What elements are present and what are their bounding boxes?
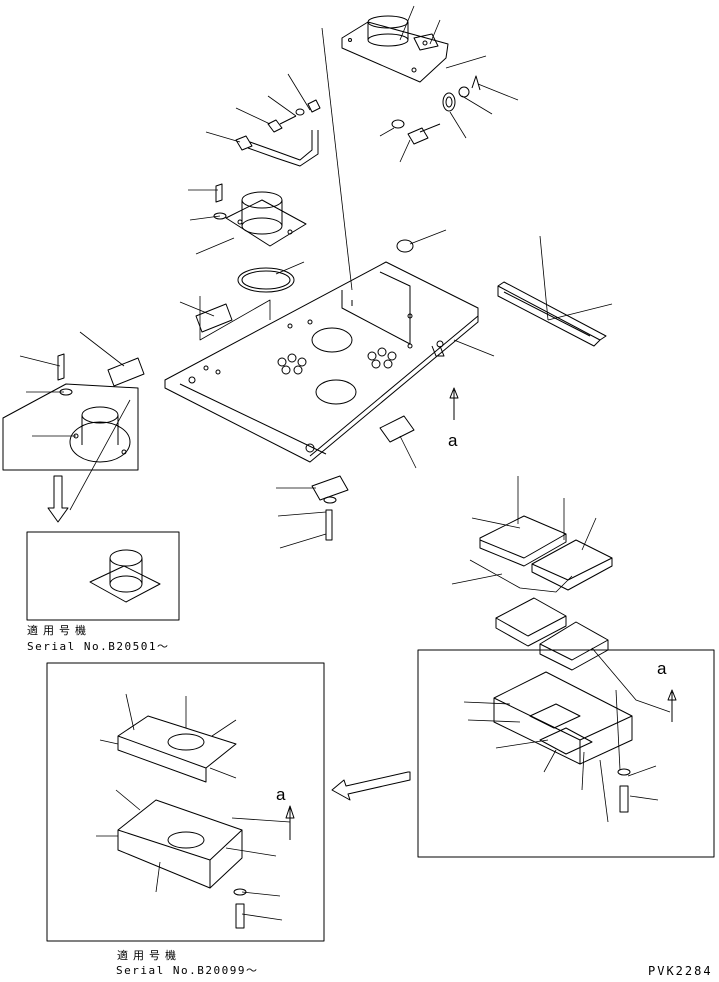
- left-inset: [2, 383, 139, 471]
- bolts-top: [267, 99, 441, 145]
- leader-lines: [19, 5, 671, 921]
- callout-a-left-box: a: [276, 785, 286, 804]
- grommet: [396, 239, 414, 253]
- bottom-serial-jp-label: 適用号機: [117, 949, 181, 962]
- hinges: [107, 303, 415, 501]
- serial-inset-box: [26, 531, 180, 621]
- bolts-left: [57, 353, 337, 541]
- cover-pads: [479, 515, 613, 671]
- left-duct-assembly: [213, 183, 307, 293]
- left-inset-arrow: [47, 475, 69, 523]
- nut-washer-group: [442, 75, 481, 112]
- bottom-left-box: [46, 662, 325, 942]
- callout-a-right-box: a: [657, 659, 667, 678]
- drawing-code: PVK2284: [648, 964, 713, 978]
- top-bracket-assembly: [341, 15, 449, 83]
- hose: [235, 130, 319, 167]
- callout-a-main: a: [448, 431, 458, 450]
- inset-serial-jp-label: 適用号機: [27, 624, 91, 637]
- floor-plate: [164, 261, 479, 463]
- right-box-arrow: [331, 771, 411, 801]
- direction-arrows: [285, 387, 677, 840]
- inset-serial-label: Serial No.B20501～: [27, 640, 170, 653]
- right-box: [417, 649, 715, 858]
- bottom-serial-label: Serial No.B20099～: [116, 964, 259, 977]
- rail: [497, 281, 607, 347]
